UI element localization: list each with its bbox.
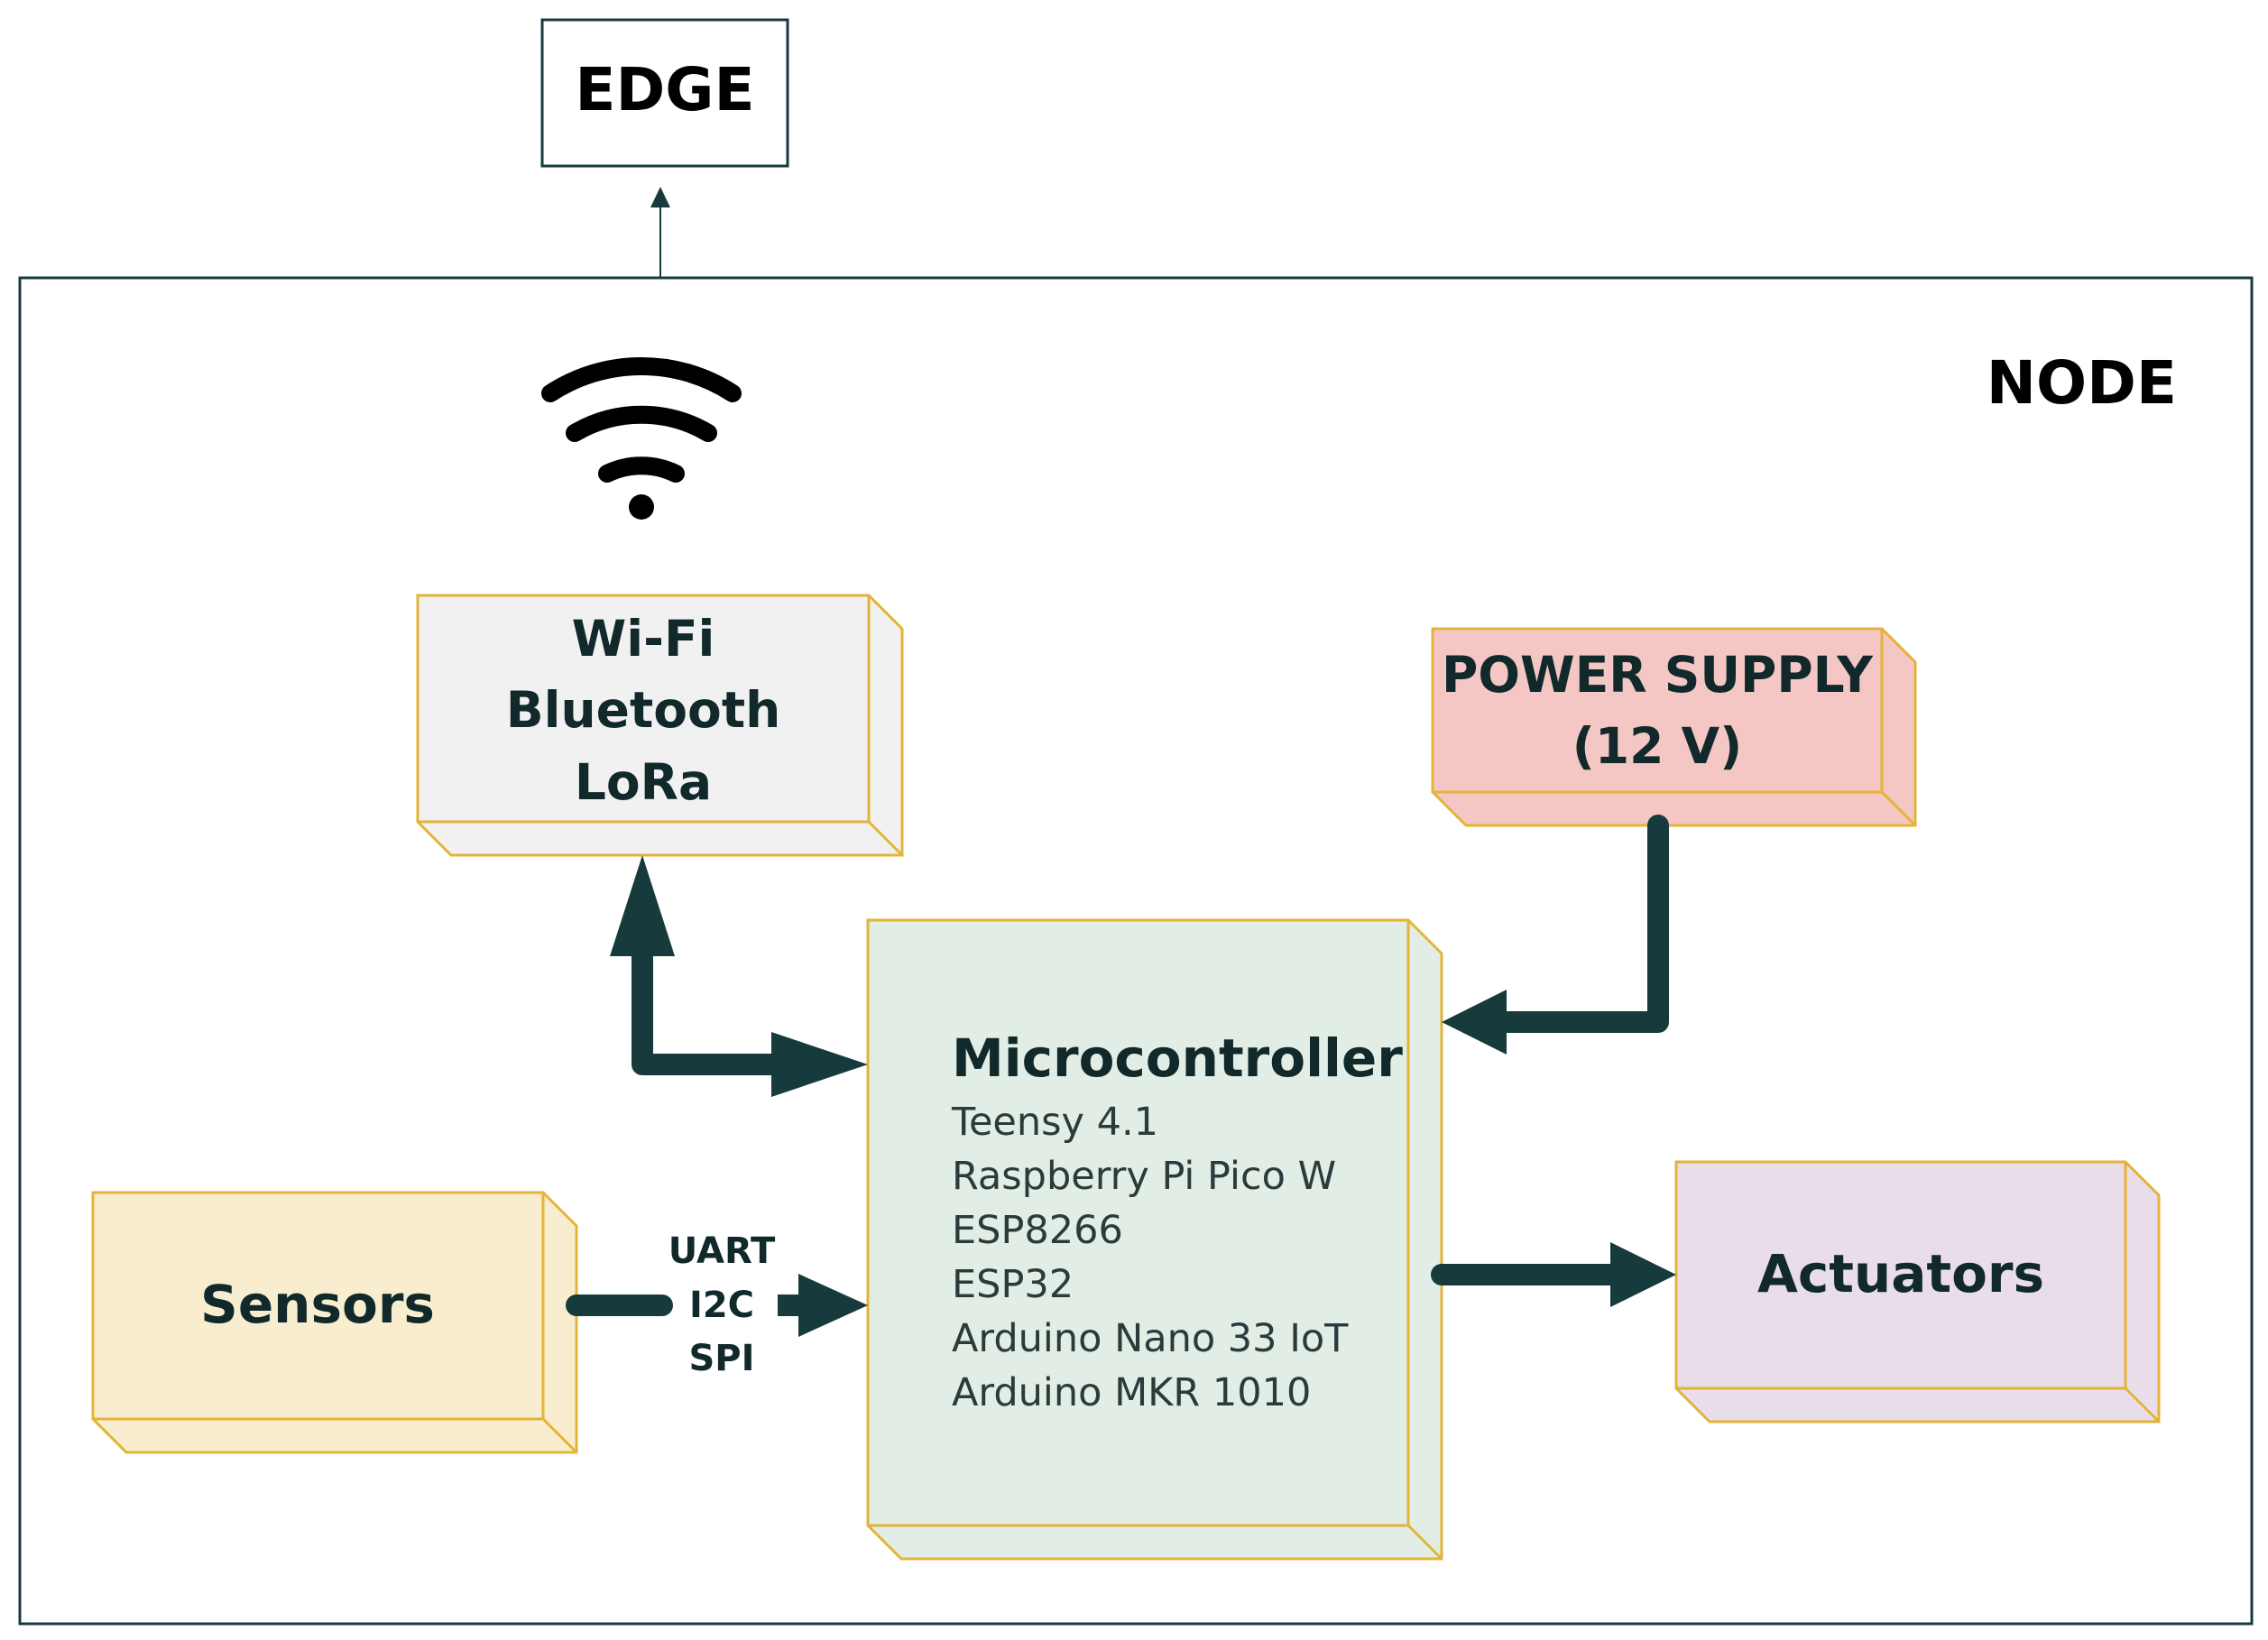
micro-to-actuators-arrow [1431,1242,1676,1307]
microcontroller-box: Microcontroller Teensy 4.1 Raspberry Pi … [866,918,1443,1561]
wireless-line-2: Bluetooth [506,681,781,739]
edge-label: EDGE [575,55,754,124]
power-to-micro-arrow [1442,815,1669,1055]
actuators-box: Actuators [1674,1160,2161,1423]
sensors-box: Sensors [91,1191,578,1454]
power-line-1: POWER SUPPLY [1442,646,1874,704]
wireless-box: Wi-Fi Bluetooth LoRa [416,594,904,857]
bus-label-spi: SPI [688,1338,754,1379]
microcontroller-title: Microcontroller [952,1027,1403,1089]
microcontroller-item: ESP8266 [952,1208,1123,1253]
node-label: NODE [1987,348,2177,418]
wireless-line-3: LoRa [575,753,712,811]
wireless-line-1: Wi-Fi [572,610,715,668]
microcontroller-item: Teensy 4.1 [951,1100,1158,1145]
actuators-label: Actuators [1757,1243,2044,1304]
power-supply-box: POWER SUPPLY (12 V) [1431,627,1917,827]
micro-wireless-arrow [610,855,868,1097]
microcontroller-item: Arduino Nano 33 IoT [952,1316,1349,1361]
microcontroller-item: ESP32 [952,1262,1074,1307]
bus-label-uart: UART [668,1230,776,1272]
node-container: NODE [18,276,2254,1626]
wifi-icon [541,357,742,520]
node-to-edge-arrow [650,187,670,278]
microcontroller-item: Raspberry Pi Pico W [952,1154,1336,1199]
bus-label-i2c: I2C [689,1285,754,1326]
sensors-label: Sensors [200,1274,435,1335]
sensors-to-micro-arrow: UART I2C SPI [566,1230,868,1379]
edge-box: EDGE [540,18,789,168]
microcontroller-item: Arduino MKR 1010 [952,1370,1311,1415]
power-line-2: (12 V) [1572,717,1743,775]
